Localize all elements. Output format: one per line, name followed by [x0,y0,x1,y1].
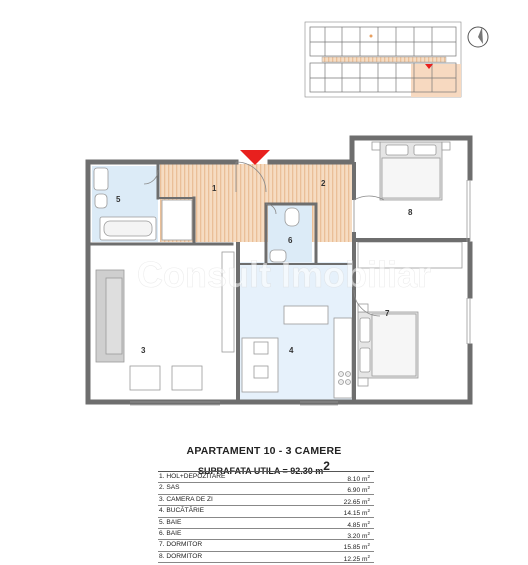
room-number: 6 [288,236,293,245]
room-name: 5. BAIE [159,518,182,526]
room-area: 15.85 m2 [343,542,370,552]
room-number: 4 [289,346,294,355]
schedule-row: 2. SAS 6.90 m2 [158,483,374,495]
useful-area-exp: 2 [323,459,330,473]
doors [143,161,385,317]
room-name: 8. DORMITOR [159,552,203,560]
room-area: 3.20 m2 [347,530,370,541]
key-plan-entry-marker [425,64,433,69]
room-name: 1. HOL+DEPOZITARE [159,473,226,480]
schedule-row: 7. DORMITOR 15.85 m2 [158,540,374,552]
room-name: 2. SAS [159,484,180,492]
room-name: 3. CAMERA DE ZI [159,495,213,503]
room-numbers: 1 2 3 4 5 6 7 8 [116,179,413,355]
room-name: 6. BAIE [159,529,182,537]
schedule-row: 6. BAIE 3.20 m2 [158,529,374,541]
windows [130,180,471,406]
room-area: 12.25 m2 [343,553,370,563]
room-name: 4. BUCĂTĂRIE [159,507,205,515]
watermark: Consult Imobiliar [137,254,431,295]
room-area: 6.90 m2 [347,485,370,495]
room-area: 8.10 m2 [347,474,370,484]
room-area: 22.65 m2 [343,496,370,506]
room-number: 7 [385,309,390,318]
north-arrow-icon [467,26,489,48]
entry-marker-icon [240,150,270,165]
schedule-row: 1. HOL+DEPOZITARE 8.10 m2 [158,472,374,484]
room-number: 1 [212,184,217,193]
plan-title: APARTAMENT 10 - 3 CAMERE [186,445,342,457]
schedule-row: 3. CAMERA DE ZI 22.65 m2 [158,495,374,507]
room-number: 8 [408,208,413,217]
schedule-row: 4. BUCĂTĂRIE 14.15 m2 [158,506,374,518]
room-area: 4.85 m2 [347,519,370,529]
walls [85,135,473,405]
room-area: 14.15 m2 [343,508,370,518]
room-number: 3 [141,346,146,355]
room-number: 2 [321,179,326,188]
key-plan-highlight [411,64,461,97]
schedule-row: 5. BAIE 4.85 m2 [158,518,374,529]
room-name: 7. DORMITOR [159,541,203,549]
furniture [93,141,463,399]
room-schedule: 1. HOL+DEPOZITARE 8.10 m2 2. SAS 6.90 m2 3… [158,471,374,564]
schedule-row: 8. DORMITOR 12.25 m2 [158,552,374,564]
room-number: 5 [116,195,121,204]
key-plan [304,21,462,98]
